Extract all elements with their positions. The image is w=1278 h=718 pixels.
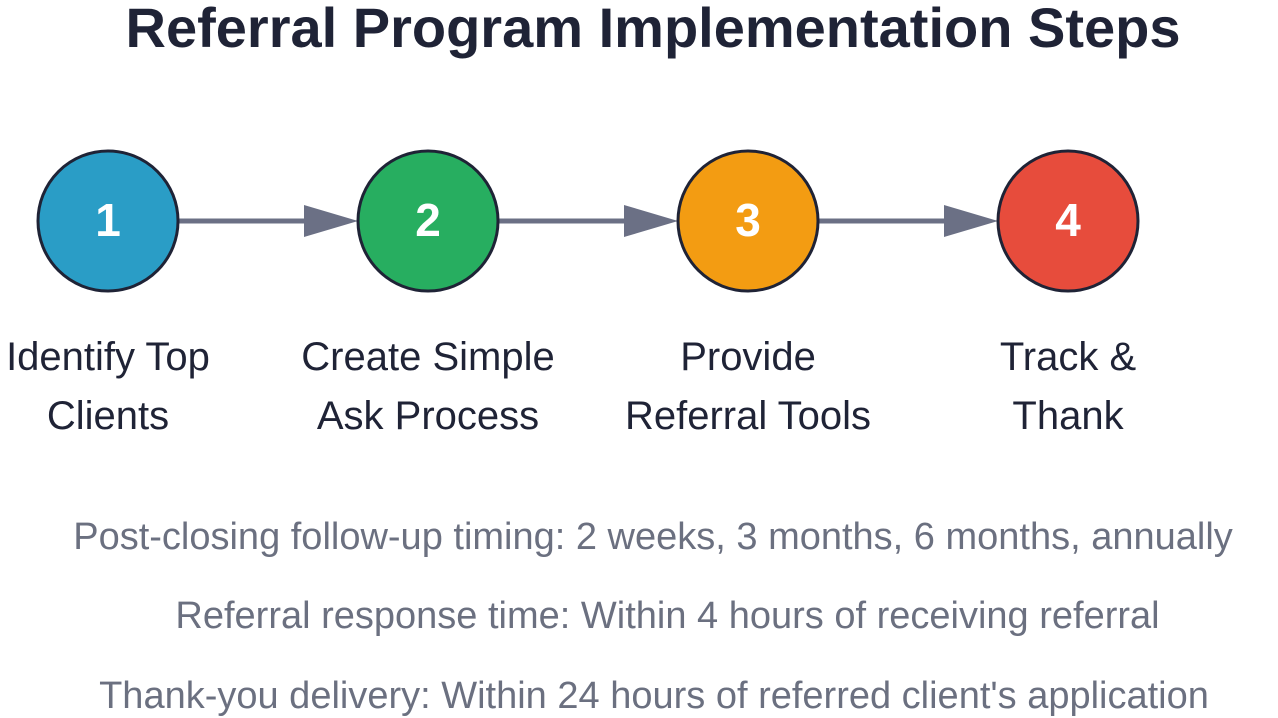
step-circle-3: [676, 149, 820, 293]
note-thank-you-delivery: Thank-you delivery: Within 24 hours of r…: [99, 675, 1209, 717]
step-circle-2: [356, 149, 500, 293]
step-label-2-line2: Ask Process: [316, 394, 540, 438]
note-follow-up-timing: Post-closing follow-up timing: 2 weeks, …: [73, 516, 1233, 558]
connector-1-2: [178, 205, 358, 237]
step-number-3: 3: [735, 194, 761, 246]
step-number-2: 2: [415, 194, 441, 246]
step-label-3: Provide Referral Tools: [598, 328, 898, 446]
step-node-2: 2: [356, 149, 500, 293]
connector-3-4: [818, 205, 998, 237]
step-label-2: Create Simple Ask Process: [278, 328, 578, 446]
step-label-3-line1: Provide: [680, 335, 816, 379]
step-label-2-line1: Create Simple: [301, 335, 555, 379]
step-node-3: 3: [676, 149, 820, 293]
step-node-4: 4: [996, 149, 1140, 293]
step-circle-1: [36, 149, 180, 293]
diagram-title: Referral Program Implementation Steps: [125, 0, 1181, 59]
step-node-1: 1: [36, 149, 180, 293]
step-label-1: Identify Top Clients: [0, 328, 258, 446]
step-number-1: 1: [95, 194, 121, 246]
note-response-time: Referral response time: Within 4 hours o…: [175, 595, 1160, 637]
step-label-4-line1: Track &: [999, 335, 1137, 379]
step-circle-4: [996, 149, 1140, 293]
step-label-4: Track & Thank: [918, 328, 1218, 446]
step-label-3-line2: Referral Tools: [624, 394, 872, 438]
connector-2-3: [498, 205, 678, 237]
step-number-4: 4: [1055, 194, 1081, 246]
step-label-1-line2: Clients: [46, 394, 170, 438]
step-label-1-line1: Identify Top: [6, 335, 210, 379]
step-label-4-line2: Thank: [1012, 394, 1124, 438]
